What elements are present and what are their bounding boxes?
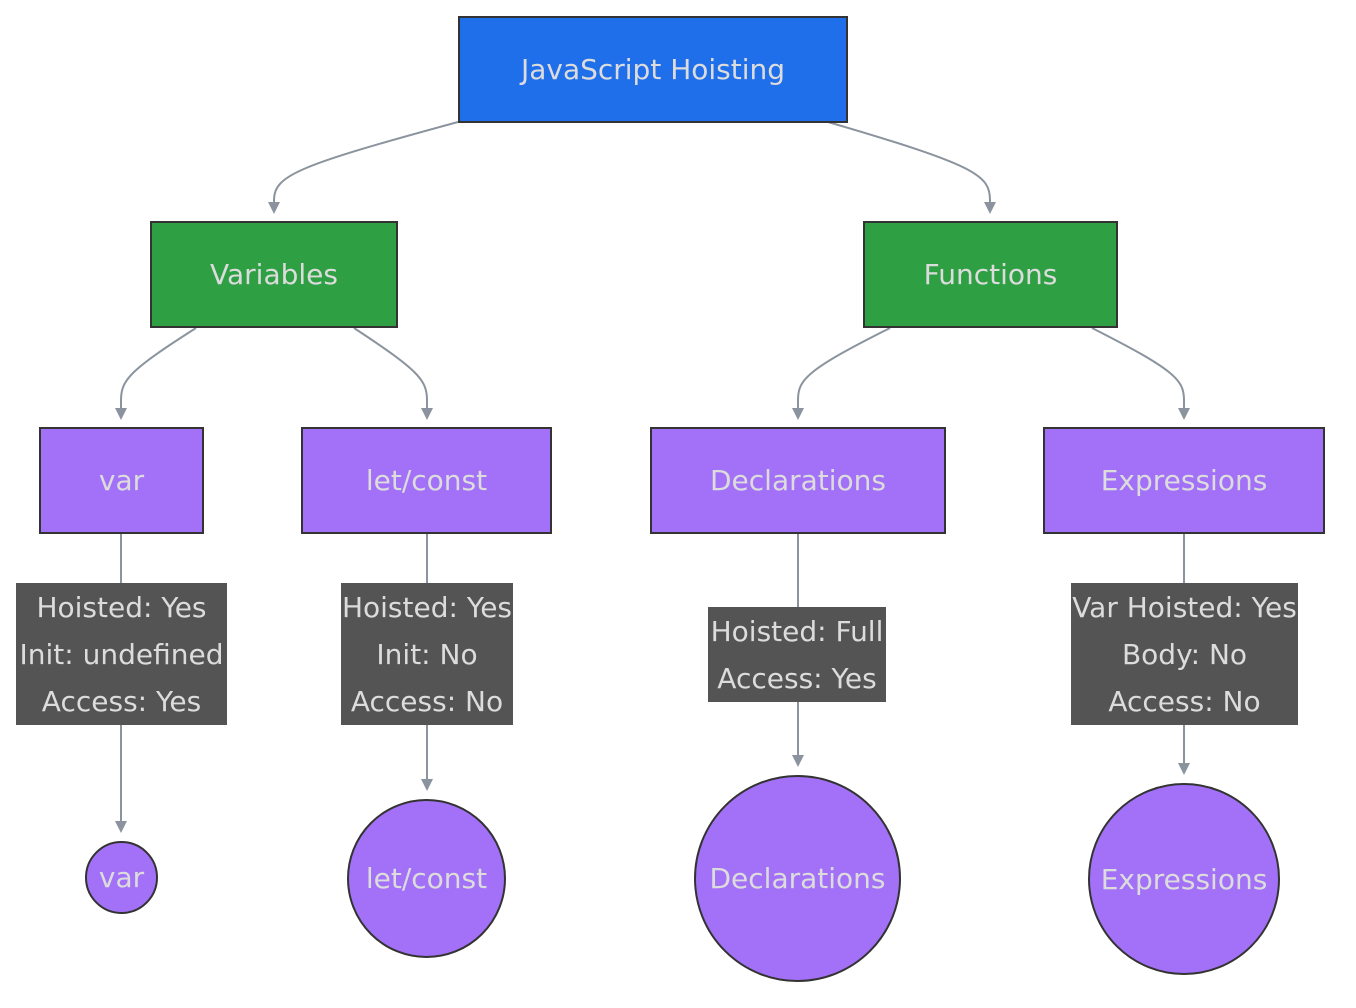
edge-label-line: Access: Yes xyxy=(41,684,202,718)
var-node: var xyxy=(39,427,204,534)
edge-label-line: Body: No xyxy=(1121,637,1248,671)
edge-label-line: Access: Yes xyxy=(717,661,877,695)
variables-node: Variables xyxy=(150,221,398,328)
edge-label-line: Init: undefined xyxy=(19,637,224,671)
edge-label-expressions: Var Hoisted: Yes Body: No Access: No xyxy=(1071,583,1298,725)
declarations-end-node: Declarations xyxy=(694,775,901,982)
edge-variables-var xyxy=(115,327,197,420)
edge-root-functions xyxy=(827,121,996,214)
edge-label-line: Var Hoisted: Yes xyxy=(1072,590,1297,624)
edge-label-var: Hoisted: Yes Init: undefined Access: Yes xyxy=(16,583,227,725)
declarations-node: Declarations xyxy=(650,427,946,534)
var-end-node: var xyxy=(85,841,158,914)
edge-functions-expressions xyxy=(1091,327,1190,420)
edge-label-line: Init: No xyxy=(376,637,478,671)
expressions-node: Expressions xyxy=(1043,427,1325,534)
edge-root-variables xyxy=(268,121,459,214)
edge-label-declarations: Hoisted: Full Access: Yes xyxy=(708,607,886,702)
edge-label-line: Access: No xyxy=(1108,684,1261,718)
edge-functions-declarations xyxy=(792,327,891,420)
edge-label-line: Hoisted: Yes xyxy=(36,590,207,624)
edge-label-line: Access: No xyxy=(350,684,504,718)
root-node: JavaScript Hoisting xyxy=(458,16,848,123)
expressions-end-node: Expressions xyxy=(1088,783,1280,975)
edge-label-line: Hoisted: Yes xyxy=(341,590,513,624)
letconst-node: let/const xyxy=(301,427,552,534)
edge-label-line: Hoisted: Full xyxy=(710,614,884,648)
letconst-end-node: let/const xyxy=(347,799,506,958)
edge-label-letconst: Hoisted: Yes Init: No Access: No xyxy=(341,583,513,725)
edge-variables-letconst xyxy=(353,327,433,420)
functions-node: Functions xyxy=(863,221,1118,328)
